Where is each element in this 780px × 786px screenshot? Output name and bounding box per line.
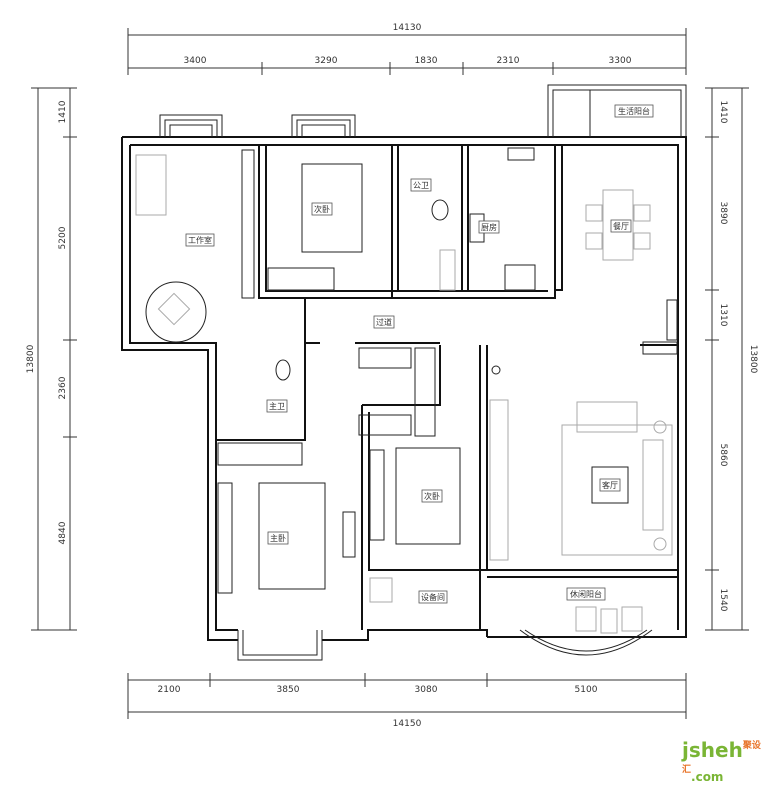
- floor-plan: 14130 3400 3290 1830 2310 3300 2100 3850…: [26, 23, 758, 729]
- room-label-living: 客厅: [602, 480, 618, 490]
- wardrobe-icon: [267, 267, 335, 291]
- furniture: [135, 147, 678, 634]
- room-label-dining: 餐厅: [613, 222, 629, 231]
- dimension-lines: [31, 28, 749, 719]
- dim-bottom-total: 14150: [393, 719, 422, 729]
- room-labels: 工作室 次卧 公卫 厨房 餐厅 生活阳台 过道 主卫 主卧 次卧 客厅 设备间 …: [185, 104, 654, 604]
- room-label-corridor: 过道: [376, 317, 392, 327]
- bed-icon: [258, 482, 326, 590]
- dim-right: 1310: [718, 304, 728, 327]
- room-label-public-bath: 公卫: [413, 181, 429, 190]
- room-label-bedroom3: 次卧: [424, 491, 440, 501]
- dim-left-total: 13800: [26, 344, 36, 373]
- dim-bottom: 3850: [277, 685, 300, 695]
- fridge-icon: [504, 264, 536, 291]
- logo-brand: jsheh: [682, 738, 743, 762]
- dim-top: 2310: [497, 56, 520, 66]
- dim-left: 4840: [58, 521, 68, 544]
- room-label-leisure-balcony: 休闲阳台: [570, 589, 602, 599]
- room-label-master-bedroom: 主卧: [270, 533, 286, 543]
- sofa-set-icon: [561, 424, 673, 556]
- toilet-icon: [275, 359, 291, 381]
- dim-top: 3300: [609, 56, 632, 66]
- dim-bottom: 2100: [158, 685, 181, 695]
- room-label-bedroom2: 次卧: [314, 204, 330, 214]
- dim-top-total: 14130: [393, 23, 422, 33]
- dim-bottom: 5100: [575, 685, 598, 695]
- dim-top: 3290: [315, 56, 338, 66]
- toilet-icon: [431, 199, 449, 221]
- logo-suffix: .com: [691, 770, 724, 784]
- wardrobe-icon: [241, 149, 255, 299]
- dim-top: 3400: [184, 56, 207, 66]
- dim-left: 2360: [58, 376, 68, 399]
- dimension-labels: 14130 3400 3290 1830 2310 3300 2100 3850…: [26, 23, 758, 729]
- dim-left: 5200: [58, 226, 68, 249]
- wardrobe-icon: [217, 442, 303, 466]
- stove-icon: [507, 147, 535, 161]
- dim-top: 1830: [415, 56, 438, 66]
- dim-right-total: 13800: [748, 345, 758, 374]
- room-label-kitchen: 厨房: [481, 222, 497, 232]
- dim-left: 1410: [58, 100, 68, 123]
- dim-bottom: 3080: [415, 685, 438, 695]
- room-label-study: 工作室: [188, 235, 212, 245]
- dining-table-icon: [602, 189, 634, 261]
- coffee-table-icon: [591, 466, 629, 504]
- dim-right: 5860: [718, 444, 728, 467]
- room-label-utility-balcony: 生活阳台: [618, 106, 650, 116]
- dim-right: 1410: [718, 101, 728, 124]
- bed-icon: [301, 163, 363, 253]
- site-logo: jsheh聚设汇.com: [682, 738, 780, 786]
- walls: [121, 84, 687, 661]
- dim-right: 3890: [718, 202, 728, 225]
- room-label-equipment: 设备间: [421, 592, 445, 602]
- dim-right: 1540: [718, 589, 728, 612]
- room-label-master-bath: 主卫: [269, 401, 285, 411]
- bed-icon: [395, 447, 461, 545]
- round-table-icon: [145, 281, 207, 343]
